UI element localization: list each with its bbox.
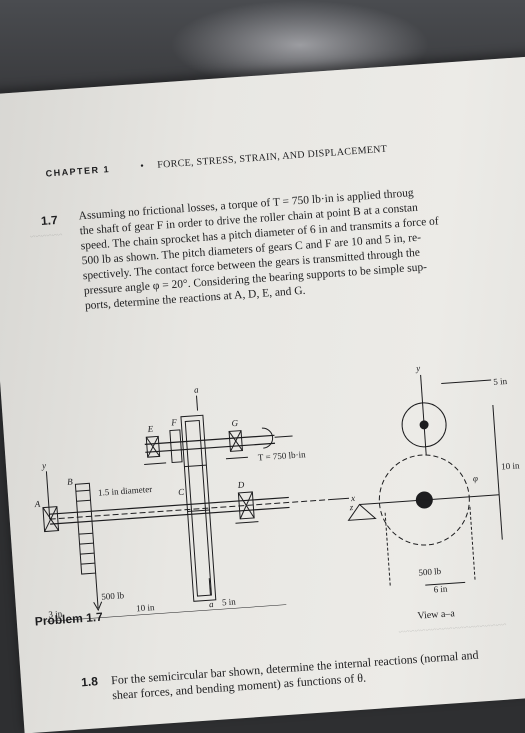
bleed-through-text: ~~~~~~ [29,229,63,243]
bleed-through-text: ~~~~~~~~~~~~~~~~~~~~ [398,619,507,639]
section-label-top: a [194,384,200,394]
gear-shaft-diagram: a a E F G B C D A y y x z T = 750 lb·in … [33,363,520,623]
dim-10in: 10 in [136,602,155,613]
axis-x: x [350,493,356,503]
axis-z: z [348,502,354,512]
label-C: C [178,487,186,497]
diameter-label: 1.5 in diameter [98,484,153,498]
dim-5in-right: 5 in [493,376,508,387]
problem-number-1-8: 1.8 [80,674,99,690]
chapter-label: CHAPTER 1 [45,164,111,179]
label-B: B [67,476,74,486]
label-A: A [33,499,41,509]
torque-label: T = 750 lb·in [258,449,307,462]
label-G: G [231,418,239,428]
pressure-angle-label: φ [473,473,479,483]
dim-3in: 3 in [48,609,63,620]
dim-10in-right: 10 in [501,460,520,471]
view-label: View a–a [417,608,456,622]
section-label-bottom: a [209,599,215,609]
dim-5in: 5 in [222,596,237,607]
force-label-left: 500 lb [101,590,125,602]
textbook-page: CHAPTER 1 • FORCE, STRESS, STRAIN, AND D… [0,54,525,733]
label-D: D [236,479,245,490]
force-label-right: 500 lb [418,566,442,578]
label-E: E [146,424,154,434]
problem-number-1-7: 1.7 [40,212,59,229]
axis-y-left: y [41,460,47,470]
axis-y-right: y [415,363,421,373]
chapter-title: FORCE, STRESS, STRAIN, AND DISPLACEMENT [156,143,388,171]
label-F: F [170,417,178,427]
header-bullet: • [139,160,145,172]
dim-6in: 6 in [433,584,448,595]
